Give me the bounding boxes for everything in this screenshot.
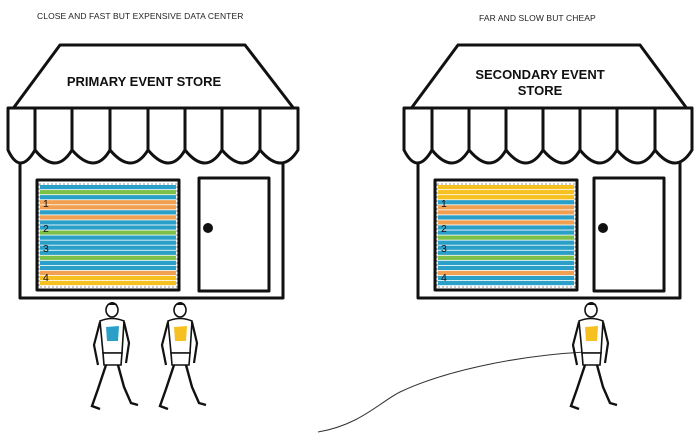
event-stripe xyxy=(40,190,176,195)
secondary-store-door xyxy=(592,176,666,293)
event-stripe xyxy=(40,210,176,215)
person-head xyxy=(173,302,187,318)
row-marker: 2 xyxy=(43,223,49,235)
event-stripe xyxy=(40,185,176,190)
person-leg xyxy=(116,364,139,407)
event-stripe xyxy=(40,225,176,230)
person-arm xyxy=(571,321,581,366)
event-stripe xyxy=(438,260,574,265)
event-stripe xyxy=(40,230,176,235)
event-stripe xyxy=(438,230,574,235)
walker-person xyxy=(90,302,139,411)
event-stripe xyxy=(40,265,176,271)
event-stripe xyxy=(438,205,574,210)
row-marker: 2 xyxy=(441,223,447,235)
person-shorts xyxy=(102,352,123,366)
event-stripe xyxy=(438,240,574,245)
person-leg xyxy=(90,364,108,411)
secondary-store-sign-line-2: STORE xyxy=(518,83,563,98)
primary-store-event-log xyxy=(38,183,178,288)
event-stripe xyxy=(438,270,574,276)
person-leg xyxy=(569,364,587,411)
event-stripe xyxy=(40,280,176,286)
event-stripe xyxy=(438,195,574,200)
event-stripe xyxy=(40,195,176,200)
person-hair xyxy=(586,302,597,306)
event-stripe xyxy=(438,275,574,281)
event-stripe xyxy=(438,235,574,240)
travel-path xyxy=(317,351,586,433)
event-stripe xyxy=(438,215,574,220)
event-stripe xyxy=(40,235,176,240)
caption-left: CLOSE AND FAST BUT EXPENSIVE DATA CENTER xyxy=(37,11,244,21)
row-marker: 1 xyxy=(43,198,49,210)
event-stripe xyxy=(40,245,176,250)
primary-store-awning xyxy=(6,106,300,165)
walker-person xyxy=(569,302,618,411)
caption-right: FAR AND SLOW BUT CHEAP xyxy=(479,13,596,23)
event-log-outline xyxy=(436,183,576,288)
secondary-row-markers: 1 2 3 4 xyxy=(441,198,447,284)
person-leg xyxy=(595,364,618,407)
primary-store-wall xyxy=(18,162,285,300)
row-marker: 4 xyxy=(43,272,49,284)
secondary-store-door-knob xyxy=(598,223,608,233)
event-stripe xyxy=(40,220,176,225)
person-arm xyxy=(92,321,102,366)
person-arm xyxy=(601,321,610,364)
row-marker: 4 xyxy=(441,272,447,284)
event-stripe xyxy=(438,200,574,205)
primary-store-door xyxy=(197,176,271,293)
event-stripe xyxy=(40,200,176,205)
primary-store-door-knob xyxy=(203,223,213,233)
primary-store-sign: PRIMARY EVENT STORE xyxy=(67,74,222,89)
person-hair xyxy=(107,302,118,306)
event-stripe xyxy=(40,255,176,260)
event-stripe xyxy=(40,270,176,276)
secondary-store-sign-line-1: SECONDARY EVENT xyxy=(475,67,604,82)
event-stripe xyxy=(40,205,176,210)
event-stripe xyxy=(438,220,574,225)
secondary-store-wall xyxy=(416,162,682,300)
secondary-store-awning xyxy=(402,106,694,165)
person-leg xyxy=(184,364,207,407)
event-stripe xyxy=(438,255,574,260)
person-leg xyxy=(158,364,176,411)
person-shirt-print xyxy=(585,326,598,341)
person-arm xyxy=(122,321,131,364)
person-hair xyxy=(175,302,186,306)
event-stripe xyxy=(40,260,176,265)
event-stripe xyxy=(40,275,176,281)
person-head xyxy=(584,302,598,318)
person-shirt-print xyxy=(174,326,187,341)
walker-person xyxy=(158,302,207,411)
event-stripe xyxy=(40,240,176,245)
row-marker: 1 xyxy=(441,198,447,210)
event-log-outline xyxy=(38,183,178,288)
row-marker: 3 xyxy=(43,243,49,255)
event-stripe xyxy=(438,245,574,250)
event-stripe xyxy=(438,250,574,255)
event-stripe xyxy=(438,265,574,271)
primary-row-markers: 1 2 3 4 xyxy=(43,198,49,284)
event-stripe xyxy=(40,250,176,255)
person-shorts xyxy=(170,352,191,366)
secondary-store-event-log xyxy=(436,183,576,288)
event-stripe xyxy=(438,225,574,230)
person-head xyxy=(105,302,119,318)
person-shorts xyxy=(581,352,602,366)
event-stripe xyxy=(438,210,574,215)
person-shirt-print xyxy=(106,326,119,341)
person-arm xyxy=(190,321,199,364)
event-stripe xyxy=(438,185,574,190)
event-stripe xyxy=(438,190,574,195)
event-stripe xyxy=(40,215,176,220)
person-arm xyxy=(160,321,170,366)
event-stripe xyxy=(438,280,574,286)
row-marker: 3 xyxy=(441,243,447,255)
